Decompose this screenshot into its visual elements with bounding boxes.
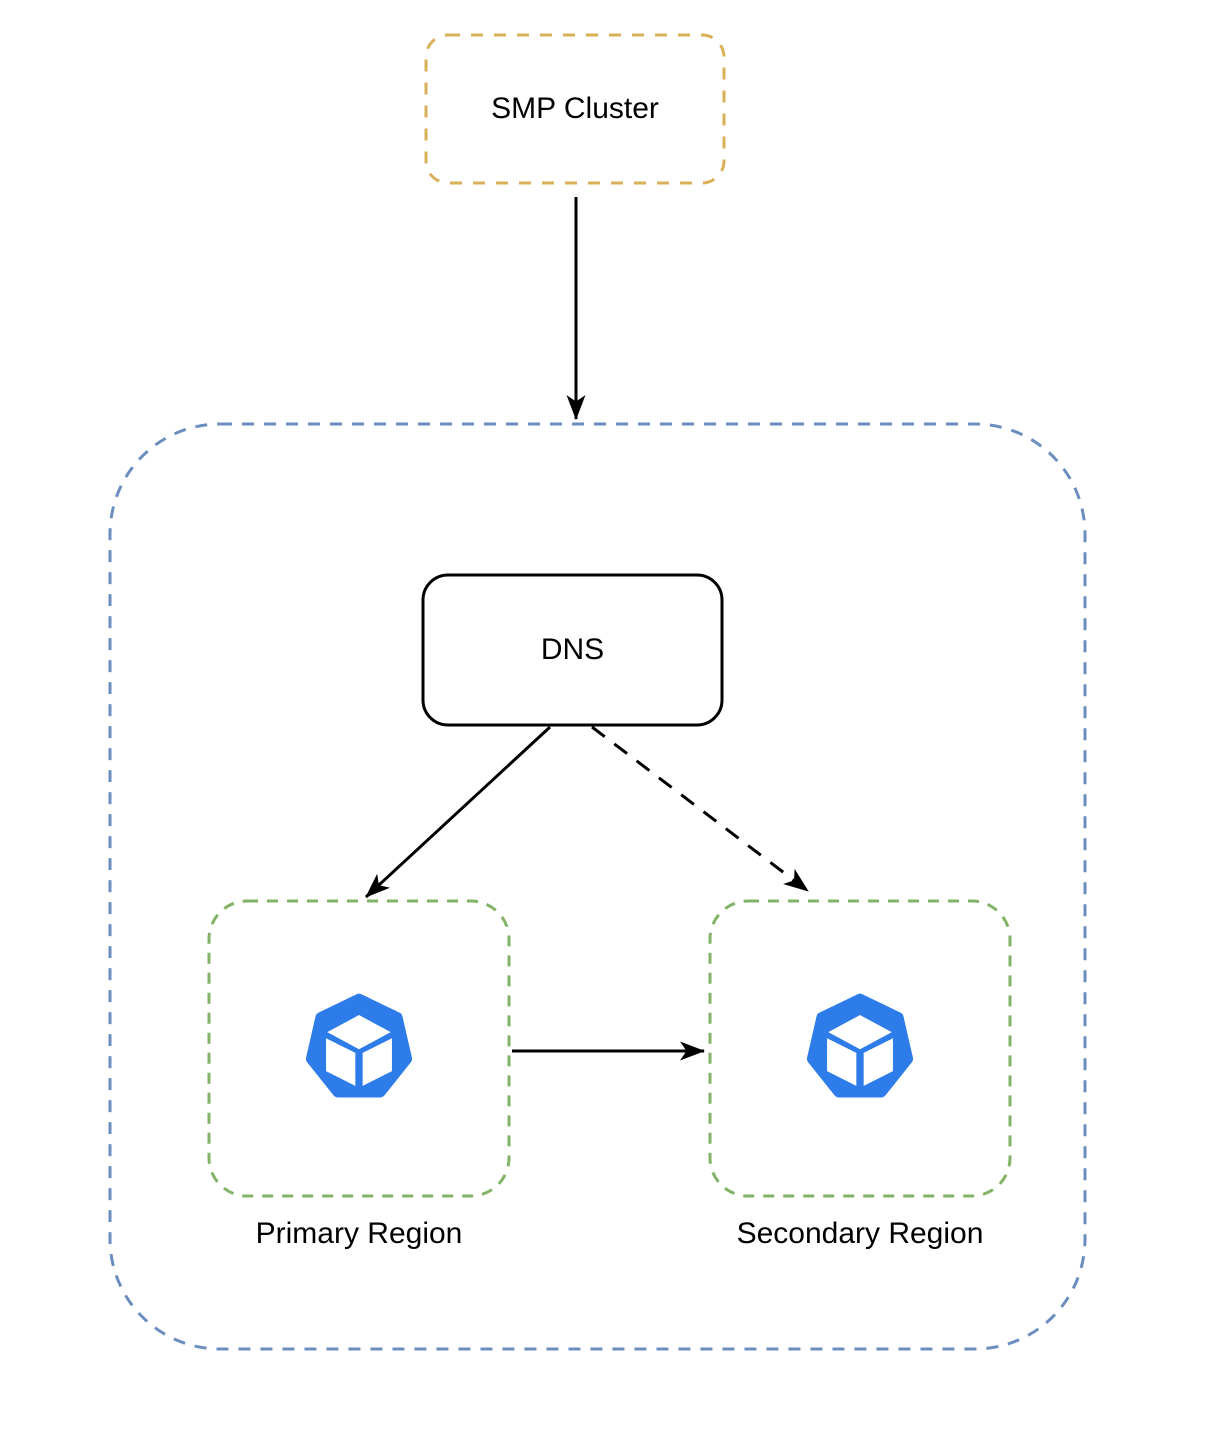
heptagon-cube-icon	[311, 999, 406, 1092]
smp-cluster-node	[424, 33, 726, 185]
arrow-dns-to-primary	[364, 725, 552, 899]
dns-zone-container	[108, 422, 1087, 1351]
arrow-dns-to-secondary-dashed	[591, 725, 809, 893]
heptagon-cube-icon	[812, 999, 907, 1092]
dns-node	[421, 573, 724, 727]
